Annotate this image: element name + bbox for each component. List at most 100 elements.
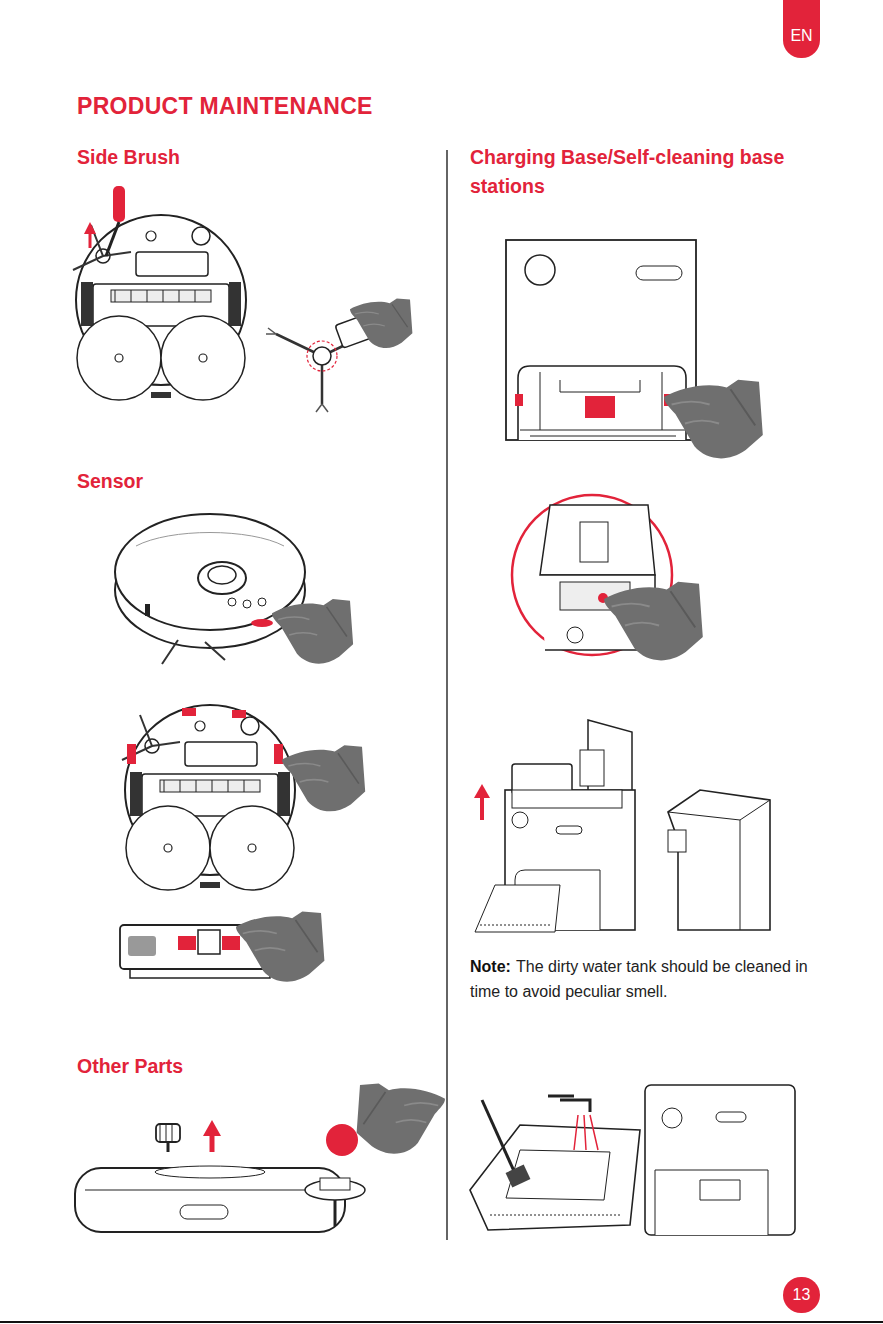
robot-top-view-part [251, 619, 273, 627]
robot-bottom-view [73, 215, 246, 400]
bumper-sensor-part [222, 936, 240, 950]
wheel-part-part [203, 1120, 221, 1136]
screwdriver-part [106, 222, 119, 256]
station-front-part-part [664, 380, 763, 459]
station-front [506, 240, 763, 458]
robot-top-view-part [272, 599, 353, 664]
station-inside-zoom [512, 495, 703, 660]
wheel-part-part [167, 1142, 170, 1152]
station-inside-zoom-part [604, 582, 703, 661]
dirty-water-tank-part [668, 800, 770, 820]
wheel-part-part [210, 1134, 215, 1152]
station-front-part [515, 394, 523, 406]
caster-wheel-part [334, 1200, 337, 1226]
station-front-part [518, 366, 686, 440]
wheel-part-part [160, 1124, 172, 1142]
page-title: PRODUCT MAINTENANCE [77, 92, 373, 121]
ramp-washing-part [506, 1165, 531, 1188]
ramp-washing-part [548, 1096, 590, 1112]
robot-bottom-sensors-part [122, 705, 295, 890]
column-divider [446, 150, 447, 1240]
lift-arrow-part [84, 222, 96, 234]
station-front-part [506, 240, 696, 440]
robot-bottom-sensors-part-part [122, 705, 295, 890]
station-front-part [540, 372, 662, 430]
tab-text: 13 [793, 1286, 811, 1304]
robot-top-view-part [208, 566, 236, 584]
section-heading: Other Parts [77, 1052, 417, 1081]
station-tank-removal-part [512, 790, 622, 808]
section-heading: Side Brush [77, 143, 417, 172]
side-brush-detail-part [313, 347, 331, 365]
dirty-water-tank [668, 790, 770, 930]
robot-top-view-part [145, 604, 150, 616]
page-tab: EN [783, 0, 820, 58]
robot-top-view-part [136, 533, 284, 547]
station-empty-part [655, 1170, 768, 1235]
dirty-water-tank-part [740, 820, 741, 930]
bumper-sensor-part [130, 969, 270, 978]
ramp-washing-part [574, 1115, 598, 1150]
station-empty [645, 1085, 795, 1235]
screwdriver [106, 186, 125, 256]
station-front-part [636, 266, 682, 280]
side-brush-detail-part-part [350, 298, 412, 348]
robot-side-view-part [180, 1205, 228, 1219]
section-heading: Sensor [77, 467, 417, 496]
dirty-water-tank-part [668, 790, 770, 930]
robot-top-view [115, 514, 353, 664]
robot-bottom-sensors-part [182, 708, 196, 716]
bumper-sensor [120, 911, 324, 981]
station-empty-part [716, 1112, 746, 1122]
lift-arrow-part [89, 232, 92, 248]
caster-wheel-part [357, 1083, 445, 1153]
side-brush-detail-part [350, 298, 412, 348]
page-rule [0, 1321, 883, 1323]
station-tank-removal-part [512, 812, 528, 828]
robot-top-view-part [162, 640, 225, 664]
station-empty-part [700, 1180, 740, 1200]
station-inside-zoom-part [567, 627, 583, 643]
station-front-part [585, 396, 615, 418]
robot-bottom-sensors-part [127, 744, 136, 764]
station-front-part [664, 380, 763, 459]
ramp-washing-part [470, 1125, 640, 1230]
station-empty-part [645, 1085, 795, 1235]
robot-top-view-part [198, 562, 246, 594]
robot-bottom-sensors-part [282, 745, 365, 811]
station-tank-removal-part [556, 826, 582, 834]
robot-bottom-sensors-part-part [282, 745, 365, 811]
station-tank-removal [474, 720, 635, 932]
side-brush-detail [266, 298, 412, 412]
ramp-washing [470, 1096, 640, 1230]
station-tank-removal-part [480, 925, 552, 926]
bumper-sensor-part-part [236, 911, 324, 981]
wheel-part [156, 1120, 221, 1152]
caster-wheel [305, 1083, 445, 1226]
robot-bottom-sensors-part [274, 744, 283, 764]
caster-wheel-part-part [357, 1083, 445, 1153]
station-front-part [525, 255, 555, 285]
station-inside-zoom-part-part [604, 582, 703, 661]
station-empty-part [662, 1108, 682, 1128]
robot-top-view-part [258, 598, 266, 606]
robot-top-view-part-part [272, 599, 353, 664]
robot-top-view-part [228, 598, 236, 606]
ramp-washing-part [506, 1150, 610, 1200]
screwdriver-part [113, 186, 125, 222]
bumper-sensor-part [198, 930, 220, 954]
section-heading: Charging Base/Self-cleaning base station… [470, 143, 815, 202]
wheel-part-part [156, 1124, 180, 1142]
bumper-sensor-part [178, 936, 196, 950]
station-inside-zoom-part [580, 522, 608, 562]
bumper-sensor-part [236, 911, 324, 981]
side-brush-detail-part [307, 341, 337, 371]
robot-side-view [75, 1166, 345, 1232]
ramp-washing-part [490, 1215, 620, 1216]
lift-arrow [84, 222, 96, 248]
robot-side-view-part [85, 1189, 335, 1190]
dirty-water-tank-part [668, 830, 686, 852]
page-tab: 13 [783, 1277, 820, 1313]
